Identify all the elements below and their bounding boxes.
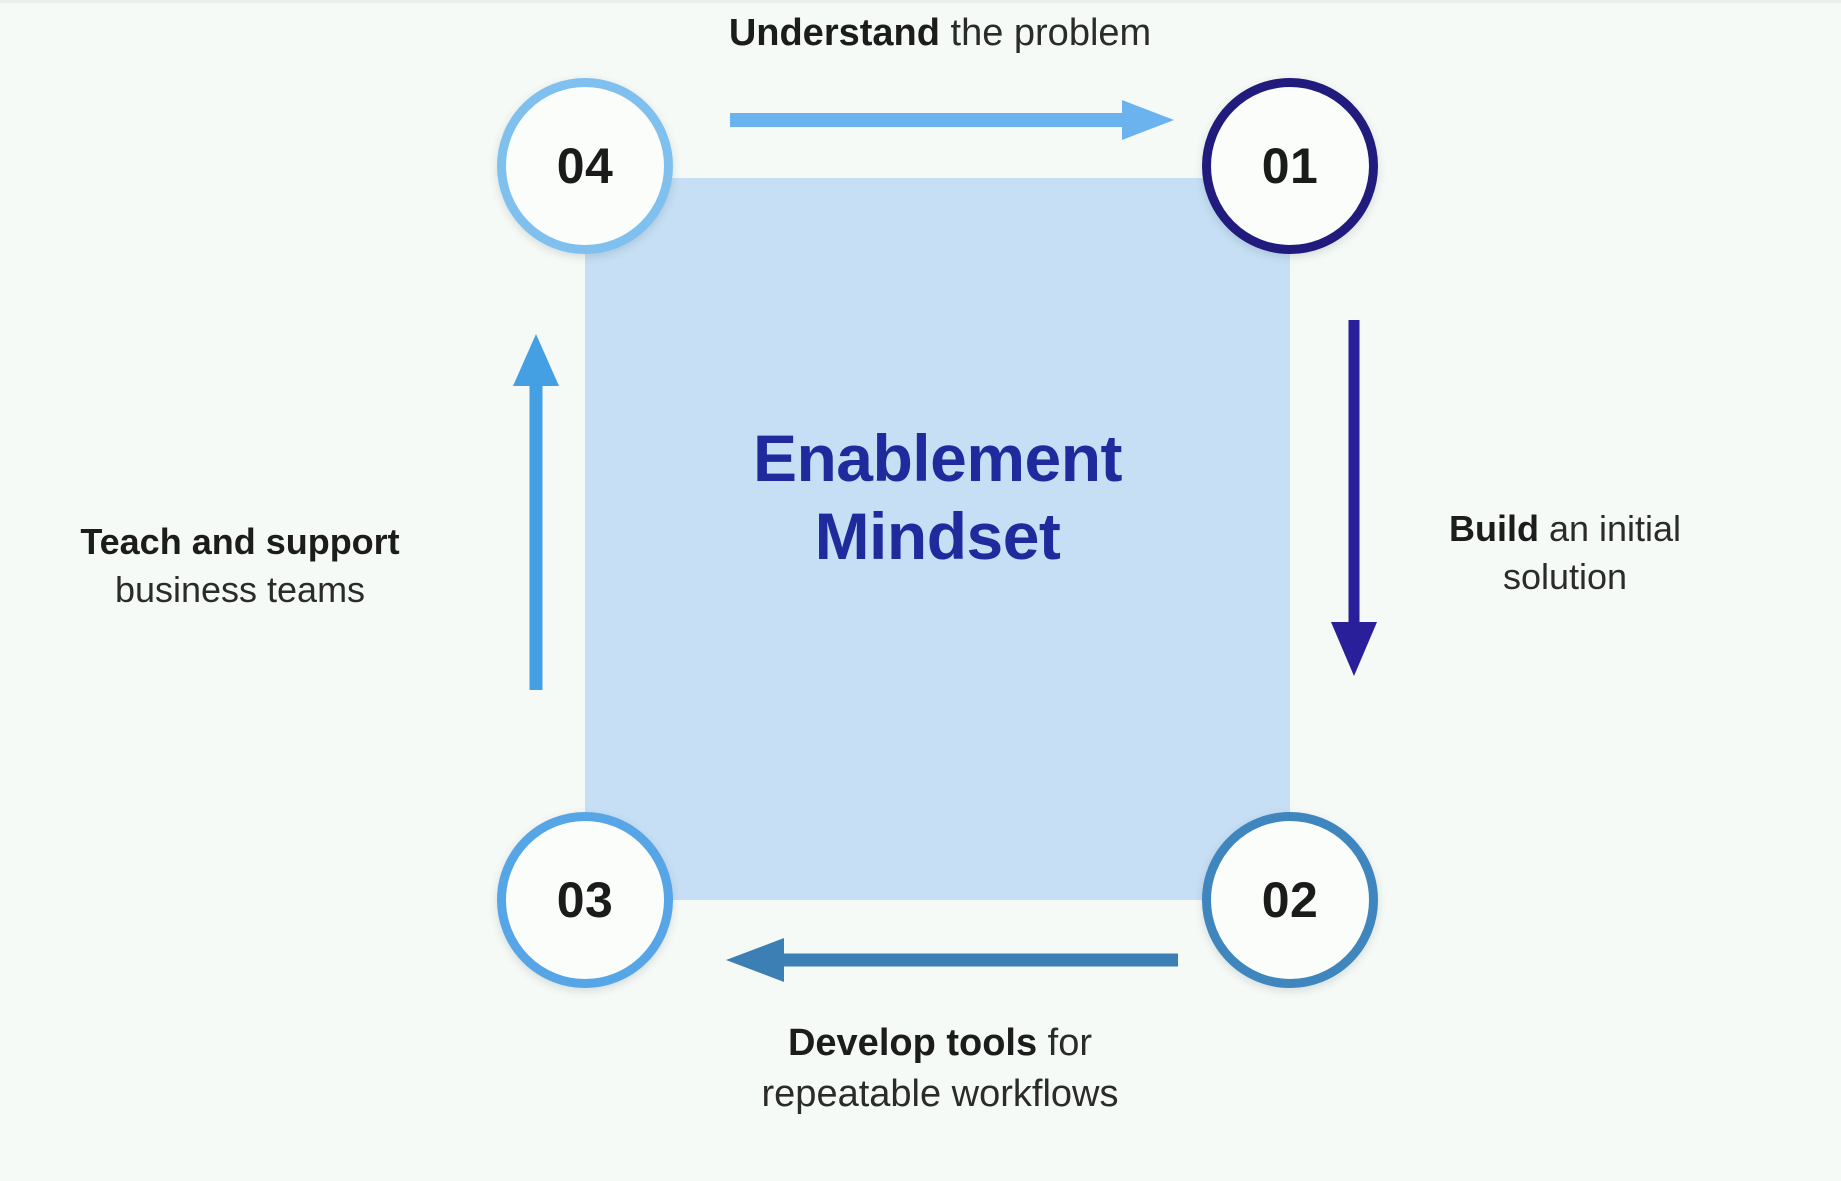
- node-01-label: 01: [1261, 138, 1319, 194]
- node-03-label: 03: [556, 872, 614, 928]
- step-label-top: Understand the problem: [520, 8, 1360, 59]
- node-01[interactable]: 01: [1202, 78, 1378, 254]
- step-label-bottom: Develop tools for repeatable workflows: [610, 1018, 1270, 1119]
- step-label-right-line2: solution: [1502, 555, 1628, 597]
- center-title-line2: Mindset: [814, 498, 1061, 573]
- step-label-top-bold: Understand: [728, 12, 940, 54]
- step-label-right-rest: an initial: [1538, 508, 1682, 549]
- node-02-label: 02: [1261, 872, 1319, 928]
- center-title: Enablement Mindset: [585, 420, 1290, 576]
- center-title-line1: Enablement: [752, 421, 1123, 495]
- step-label-bottom-line2: repeatable workflows: [761, 1072, 1119, 1115]
- step-label-right: Build an initial solution: [1395, 505, 1735, 601]
- top-divider: [0, 0, 1841, 3]
- arrow-up-icon: [513, 334, 559, 690]
- arrow-left-icon: [726, 938, 1178, 982]
- node-02[interactable]: 02: [1202, 812, 1378, 988]
- step-label-top-rest: the problem: [939, 12, 1152, 54]
- arrow-right-icon: [730, 100, 1174, 140]
- arrow-down-icon: [1331, 320, 1377, 676]
- step-label-left-bold: Teach and support: [80, 521, 400, 562]
- step-label-right-bold: Build: [1448, 508, 1539, 549]
- step-label-left-line2: business teams: [114, 568, 366, 610]
- step-label-bottom-bold: Develop tools: [787, 1022, 1038, 1064]
- center-panel: [585, 178, 1290, 900]
- step-label-bottom-rest: for: [1037, 1022, 1093, 1064]
- node-04-label: 04: [556, 138, 614, 194]
- step-label-left: Teach and support business teams: [30, 518, 450, 614]
- node-04[interactable]: 04: [497, 78, 673, 254]
- node-03[interactable]: 03: [497, 812, 673, 988]
